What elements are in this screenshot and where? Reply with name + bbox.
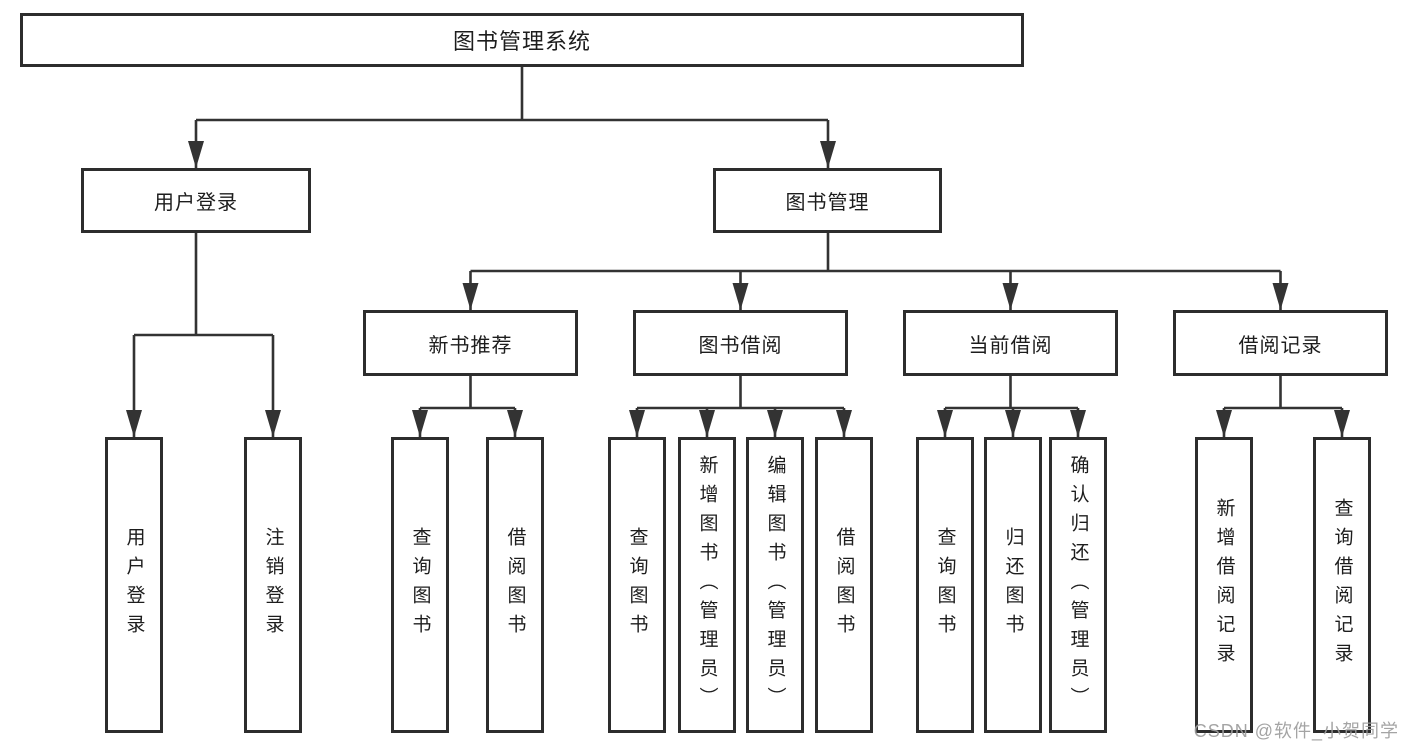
leaf-br-add-borrow-record: 新增借阅记录 (1195, 437, 1253, 733)
node-book-management: 图书管理 (713, 168, 942, 233)
node-borrowing-records: 借阅记录 (1173, 310, 1388, 376)
node-label: 编辑图书（管理员） (764, 454, 786, 716)
node-label: 查询图书 (934, 527, 956, 643)
leaf-nbr-query-books: 查询图书 (391, 437, 449, 733)
node-user-login: 用户登录 (81, 168, 311, 233)
leaf-bb-query-books: 查询图书 (608, 437, 666, 733)
node-label: 新增借阅记录 (1213, 498, 1235, 672)
leaf-br-query-borrow-record: 查询借阅记录 (1313, 437, 1371, 733)
node-label: 查询图书 (626, 527, 648, 643)
connector-new-book-recommend (418, 376, 517, 437)
leaf-bb-borrow-books: 借阅图书 (815, 437, 873, 733)
node-label: 用户登录 (123, 527, 145, 643)
node-label: 图书借阅 (698, 334, 783, 357)
node-label: 新增图书（管理员） (696, 454, 718, 716)
arrowhead-icons (126, 141, 1350, 437)
connector-user-login (132, 233, 275, 437)
node-label: 查询借阅记录 (1331, 498, 1353, 672)
leaf-bb-add-books-admin: 新增图书（管理员） (678, 437, 736, 733)
node-label: 归还图书 (1002, 527, 1024, 643)
node-label: 借阅图书 (504, 527, 526, 643)
node-label: 确认归还（管理员） (1067, 454, 1089, 716)
connector-book-borrowing (635, 376, 846, 437)
csdn-watermark: CSDN @软件_小贺同学 (1193, 721, 1399, 741)
connector-root (194, 67, 830, 168)
node-library-management-system: 图书管理系统 (20, 13, 1024, 67)
node-book-borrowing: 图书借阅 (633, 310, 848, 376)
node-label: 新书推荐 (428, 334, 513, 357)
connector-book-management (469, 233, 1282, 310)
node-label: 借阅图书 (833, 527, 855, 643)
connector-borrowing-records (1222, 376, 1344, 437)
leaf-cb-return-books: 归还图书 (984, 437, 1042, 733)
node-label: 借阅记录 (1238, 334, 1323, 357)
node-label: 查询图书 (409, 527, 431, 643)
node-current-borrowing: 当前借阅 (903, 310, 1118, 376)
leaf-cb-query-books: 查询图书 (916, 437, 974, 733)
node-new-book-recommend: 新书推荐 (363, 310, 578, 376)
node-label: 注销登录 (262, 527, 284, 643)
leaf-bb-edit-books-admin: 编辑图书（管理员） (746, 437, 804, 733)
node-label: 当前借阅 (968, 334, 1053, 357)
node-label: 图书管理 (785, 192, 870, 214)
leaf-user-login: 用户登录 (105, 437, 163, 733)
node-label: 用户登录 (154, 192, 238, 214)
node-label: 图书管理系统 (452, 29, 591, 54)
leaf-logout-login: 注销登录 (244, 437, 302, 733)
leaf-cb-confirm-return-admin: 确认归还（管理员） (1049, 437, 1107, 733)
leaf-nbr-borrow-books: 借阅图书 (486, 437, 544, 733)
